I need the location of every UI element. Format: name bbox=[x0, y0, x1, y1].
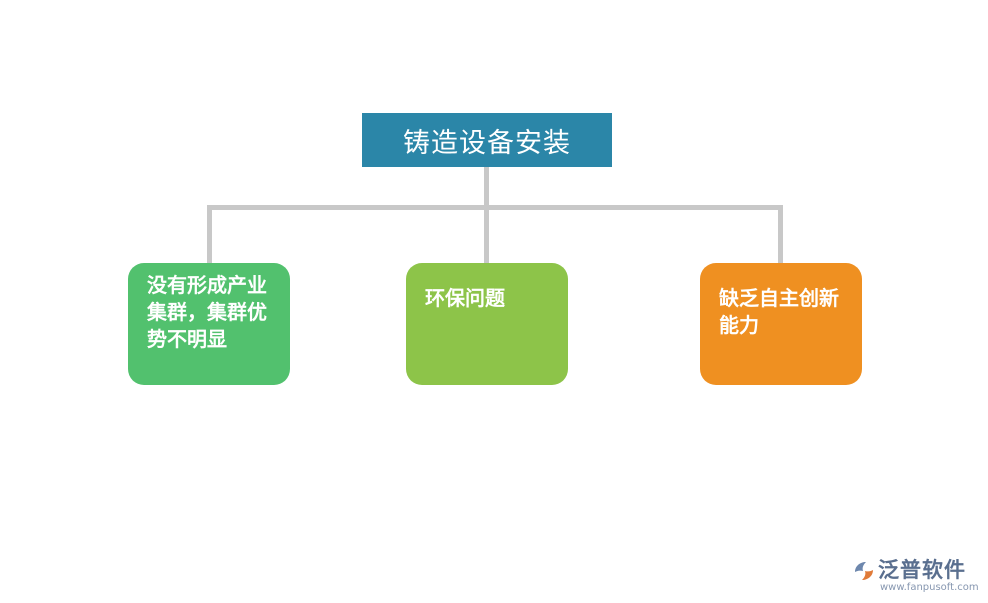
child-node-innovation: 缺乏自主创新能力 bbox=[700, 263, 862, 385]
watermark-logo: 泛普软件 www.fanpusoft.com bbox=[852, 557, 980, 593]
watermark-url: www.fanpusoft.com bbox=[880, 582, 979, 593]
child-node-cluster-label: 没有形成产业集群，集群优势不明显 bbox=[147, 273, 267, 351]
connector-bus bbox=[207, 205, 783, 210]
child-node-environment: 环保问题 bbox=[406, 263, 568, 385]
connector-trunk bbox=[484, 167, 489, 264]
child-node-environment-label: 环保问题 bbox=[425, 286, 505, 310]
child-node-cluster: 没有形成产业集群，集群优势不明显 bbox=[128, 263, 290, 385]
watermark-name: 泛普软件 bbox=[878, 558, 966, 582]
connector-right bbox=[778, 205, 783, 264]
root-node-label: 铸造设备安装 bbox=[403, 127, 571, 159]
fanpu-logo-icon bbox=[855, 562, 873, 580]
root-node: 铸造设备安装 bbox=[362, 113, 612, 167]
child-node-innovation-label: 缺乏自主创新能力 bbox=[719, 286, 839, 337]
connector-left bbox=[207, 205, 212, 264]
